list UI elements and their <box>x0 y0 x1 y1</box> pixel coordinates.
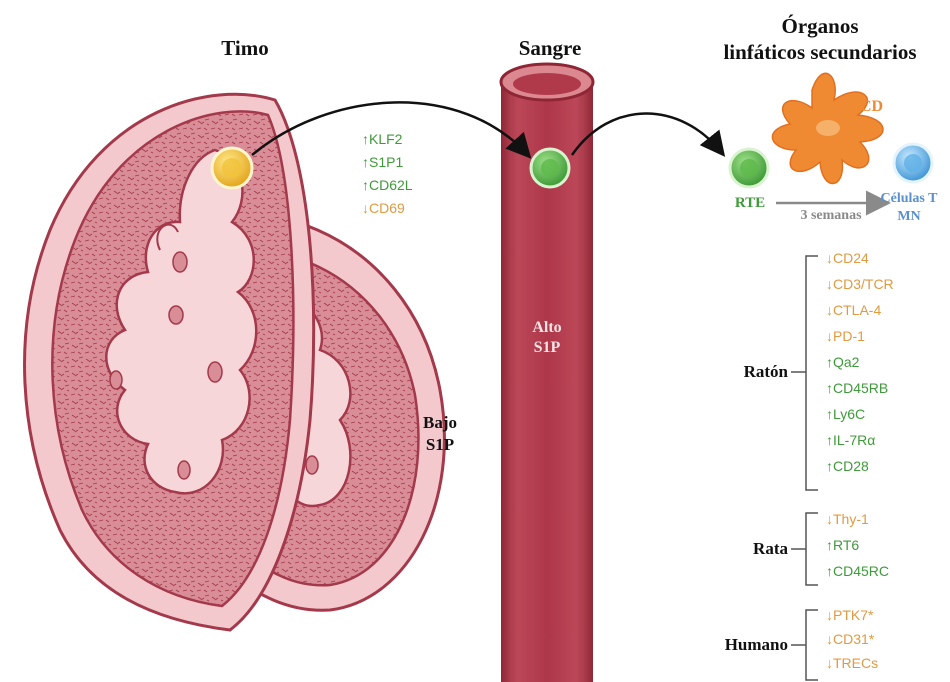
title-organs-line2: linfáticos secundarios <box>690 40 950 65</box>
human-marker-trecs: ↓TRECs <box>826 655 936 679</box>
naive-t-cell-label: Células T MN <box>868 190 950 226</box>
species-human-label: Humano <box>690 635 788 655</box>
rte-label: RTE <box>728 195 772 212</box>
mouse-marker-cd24: ↓CD24 <box>826 250 936 276</box>
dendritic-cell <box>772 73 883 183</box>
title-organs-line1: Órganos <box>690 14 950 39</box>
mouse-marker-ctla4: ↓CTLA-4 <box>826 302 936 328</box>
mouse-marker-cd3-tcr: ↓CD3/TCR <box>826 276 936 302</box>
human-marker-list: ↓PTK7* ↓CD31* ↓TRECs <box>826 607 936 679</box>
rat-bracket <box>791 513 818 585</box>
low-s1p-label: Bajo S1P <box>410 412 470 456</box>
egress-marker-cd69: ↓CD69 <box>362 200 452 216</box>
mouse-bracket <box>791 256 818 490</box>
rat-marker-rt6: ↑RT6 <box>826 537 936 563</box>
mouse-marker-cd45rb: ↑CD45RB <box>826 380 936 406</box>
egress-marker-cd62l: ↑CD62L <box>362 177 452 193</box>
egress-marker-s1p1: ↑S1P1 <box>362 154 452 170</box>
rat-marker-thy1: ↓Thy-1 <box>826 511 936 537</box>
mouse-marker-list: ↓CD24 ↓CD3/TCR ↓CTLA-4 ↓PD-1 ↑Qa2 ↑CD45R… <box>826 250 936 484</box>
rat-marker-cd45rc: ↑CD45RC <box>826 563 936 589</box>
species-rat-label: Rata <box>704 539 788 559</box>
high-s1p-label: Alto S1P <box>512 318 582 358</box>
mouse-marker-il7ra: ↑IL-7Rα <box>826 432 936 458</box>
egress-marker-list: ↑KLF2 ↑S1P1 ↑CD62L ↓CD69 <box>362 131 452 216</box>
title-blood: Sangre <box>490 36 610 61</box>
dendritic-cell-label: CD <box>860 98 883 116</box>
title-thymus: Timo <box>190 36 300 61</box>
human-bracket <box>791 610 818 680</box>
mouse-marker-ly6c: ↑Ly6C <box>826 406 936 432</box>
thymocyte-cell <box>212 148 252 188</box>
human-marker-cd31: ↓CD31* <box>826 631 936 655</box>
egress-marker-klf2: ↑KLF2 <box>362 131 452 147</box>
mouse-marker-qa2: ↑Qa2 <box>826 354 936 380</box>
human-marker-ptk7: ↓PTK7* <box>826 607 936 631</box>
migration-arrow <box>572 113 722 155</box>
thymus-front-lobe <box>25 94 314 630</box>
naive-t-cell <box>894 144 932 182</box>
species-mouse-label: Ratón <box>704 362 788 382</box>
rte-cell <box>730 149 768 187</box>
mouse-marker-cd28: ↑CD28 <box>826 458 936 484</box>
blood-rte-cell <box>531 149 569 187</box>
rat-marker-list: ↓Thy-1 ↑RT6 ↑CD45RC <box>826 511 936 589</box>
mouse-marker-pd1: ↓PD-1 <box>826 328 936 354</box>
